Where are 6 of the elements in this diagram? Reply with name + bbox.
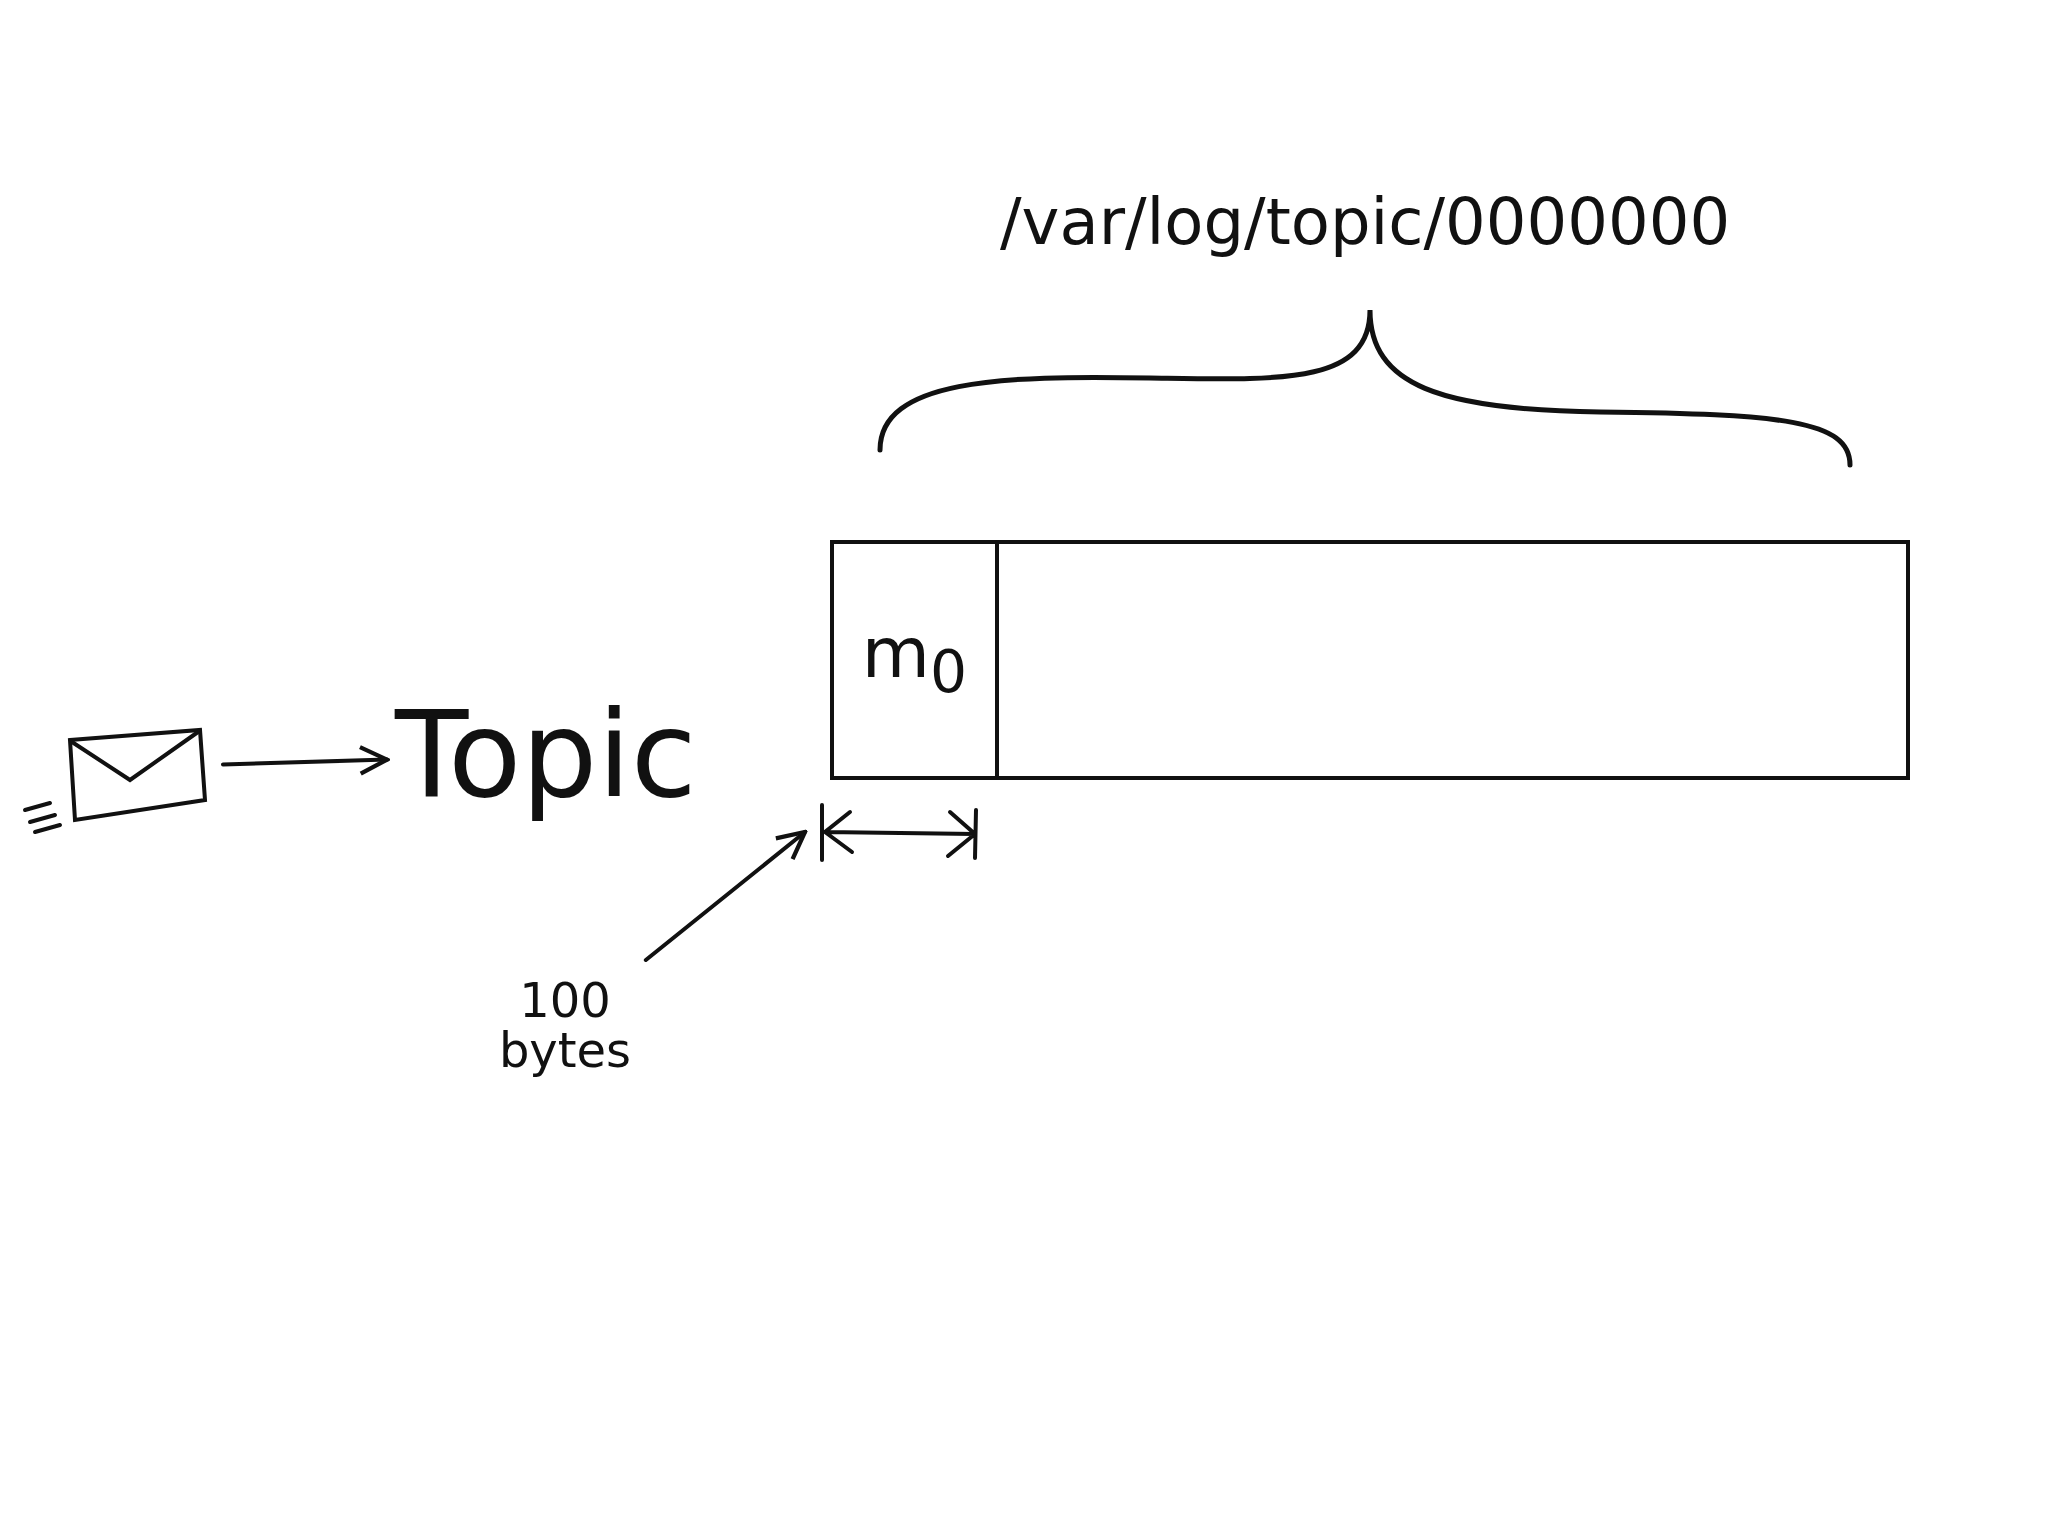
message-label: m$_{0}$ bbox=[861, 616, 968, 704]
file-path-label: /var/log/topic/0000000 bbox=[1000, 185, 1731, 259]
leader-line bbox=[643, 829, 808, 962]
size-label: 100 bytes bbox=[497, 974, 633, 1076]
arrow bbox=[221, 744, 390, 776]
log-file-bar bbox=[830, 540, 1910, 780]
